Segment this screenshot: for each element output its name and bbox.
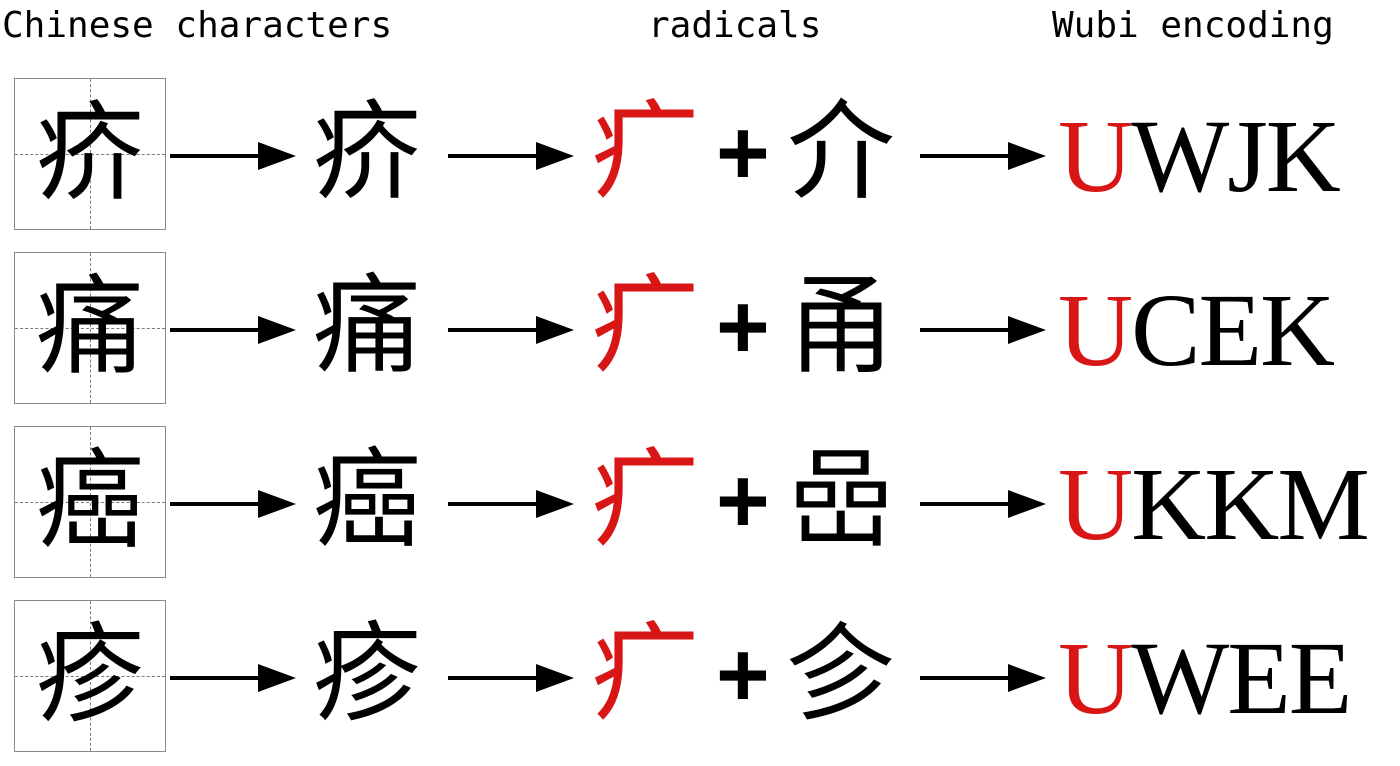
radical-glyph: 疒 (590, 612, 699, 737)
arrow-3-icon (920, 142, 1046, 170)
highlighted-character-glyph: 痛 (312, 264, 421, 389)
wubi-code: UWEE (1058, 592, 1352, 766)
encoding-row: 癌 癌 疒 + 嵒 UKKM (0, 418, 1400, 592)
arrows (170, 490, 1046, 518)
wubi-code-radical-key: U (1058, 273, 1133, 388)
radical-glyph: 疒 (590, 264, 699, 389)
arrow-2-icon (448, 142, 574, 170)
grid-guide-horizontal (15, 328, 165, 329)
character-glyph: 疥 (35, 91, 144, 216)
arrow-3-icon (920, 664, 1046, 692)
component-glyph: 嵒 (786, 438, 895, 563)
highlighted-character-glyph: 疹 (312, 612, 421, 737)
wubi-code-rest: KKM (1131, 447, 1370, 562)
radical-glyph: 疒 (590, 90, 699, 215)
wubi-code: UCEK (1058, 244, 1335, 418)
arrow-1-icon (170, 316, 296, 344)
character-grid-box: 痛 (14, 252, 166, 404)
highlighted-character-glyph: 癌 (312, 438, 421, 563)
plus-sign: + (716, 450, 770, 552)
arrow-2-icon (448, 490, 574, 518)
character-glyph: 疹 (35, 613, 144, 738)
encoding-row: 疥 疥 疒 + 介 UWJK (0, 70, 1400, 244)
component-glyph: 㐱 (786, 612, 895, 737)
wubi-code: UWJK (1058, 70, 1341, 244)
header-radicals: radicals (648, 5, 822, 46)
grid-guide-horizontal (15, 154, 165, 155)
arrow-1-icon (170, 490, 296, 518)
grid-guide-horizontal (15, 502, 165, 503)
plus-sign: + (716, 624, 770, 726)
encoding-row: 疹 疹 疒 + 㐱 UWEE (0, 592, 1400, 766)
encoding-row: 痛 痛 疒 + 甬 UCEK (0, 244, 1400, 418)
wubi-code-radical-key: U (1058, 447, 1133, 562)
highlighted-character-glyph: 疥 (312, 90, 421, 215)
wubi-code-radical-key: U (1058, 99, 1133, 214)
wubi-code-rest: WEE (1131, 621, 1352, 736)
arrows (170, 142, 1046, 170)
component-glyph: 介 (786, 90, 895, 215)
header-wubi-encoding: Wubi encoding (1052, 5, 1334, 46)
arrows (170, 316, 1046, 344)
arrow-2-icon (448, 316, 574, 344)
wubi-code-rest: CEK (1131, 273, 1335, 388)
arrow-1-icon (170, 664, 296, 692)
component-glyph: 甬 (786, 264, 895, 389)
grid-guide-horizontal (15, 676, 165, 677)
arrow-2-icon (448, 664, 574, 692)
plus-sign: + (716, 276, 770, 378)
arrow-3-icon (920, 316, 1046, 344)
radical-glyph: 疒 (590, 438, 699, 563)
character-glyph: 癌 (35, 439, 144, 564)
wubi-code: UKKM (1058, 418, 1370, 592)
wubi-code-rest: WJK (1131, 99, 1341, 214)
header-chinese-characters: Chinese characters (2, 5, 393, 46)
character-grid-box: 疥 (14, 78, 166, 230)
character-glyph: 痛 (35, 265, 144, 390)
arrows (170, 664, 1046, 692)
arrow-1-icon (170, 142, 296, 170)
character-grid-box: 癌 (14, 426, 166, 578)
arrow-3-icon (920, 490, 1046, 518)
character-grid-box: 疹 (14, 600, 166, 752)
wubi-code-radical-key: U (1058, 621, 1133, 736)
plus-sign: + (716, 102, 770, 204)
